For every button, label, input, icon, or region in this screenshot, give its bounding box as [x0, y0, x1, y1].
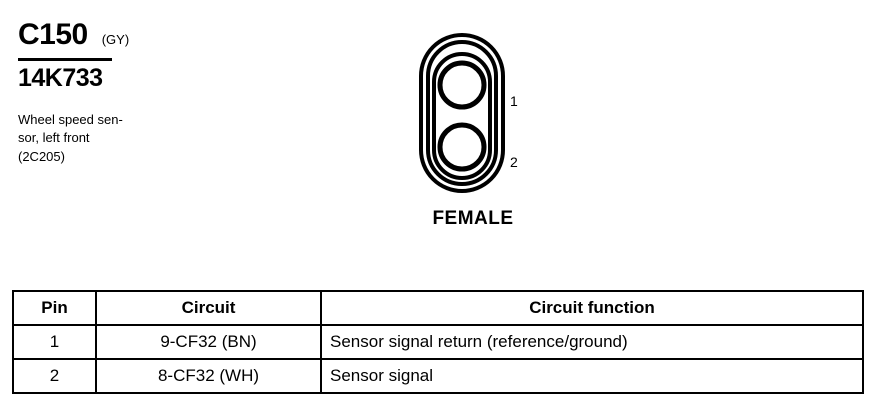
column-header-pin: Pin — [12, 290, 97, 326]
cell-circuit-function: Sensor signal return (reference/ground) — [320, 324, 864, 360]
pin-assignment-table: Pin Circuit Circuit function 1 9-CF32 (B… — [12, 290, 864, 394]
column-header-circuit: Circuit — [95, 290, 322, 326]
connector-diagram: 1 2 — [398, 22, 548, 202]
pin-table-container: Pin Circuit Circuit function 1 9-CF32 (B… — [12, 290, 864, 394]
pin-label-2: 2 — [510, 154, 518, 170]
connector-id-row: C150 (GY) — [18, 20, 218, 54]
cell-circuit: 8-CF32 (WH) — [95, 358, 322, 394]
table-body: 1 9-CF32 (BN) Sensor signal return (refe… — [12, 324, 864, 394]
connector-outer-shell — [419, 33, 505, 193]
connector-description-line-1: Wheel speed sen- — [18, 112, 123, 127]
cell-circuit: 9-CF32 (BN) — [95, 324, 322, 360]
cell-pin: 2 — [12, 358, 97, 394]
connector-gender-label: FEMALE — [432, 208, 514, 229]
connector-face-svg — [419, 33, 505, 193]
table-row: 1 9-CF32 (BN) Sensor signal return (refe… — [12, 324, 864, 360]
connector-drawing-area: 1 2 — [398, 22, 548, 202]
connector-inner-shell — [432, 52, 492, 180]
connector-description: Wheel speed sen- sor, left front (2C205) — [18, 111, 178, 166]
cell-circuit-function: Sensor signal — [320, 358, 864, 394]
connector-description-line-3: (2C205) — [18, 148, 65, 164]
connector-part-number: 14K733 — [18, 64, 103, 92]
cell-pin: 1 — [12, 324, 97, 360]
pin-label-1: 1 — [510, 93, 518, 109]
connector-description-line-2: sor, left front — [18, 130, 90, 146]
table-header-row: Pin Circuit Circuit function — [12, 290, 864, 326]
connector-cavity-2 — [437, 122, 487, 172]
column-header-circuit-function: Circuit function — [320, 290, 864, 326]
connector-color-code: (GY) — [101, 32, 130, 47]
table-header: Pin Circuit Circuit function — [12, 290, 864, 326]
title-divider-rule — [18, 58, 112, 61]
connector-cavity-1 — [437, 60, 487, 110]
connector-info-block: C150 (GY) 14K733 Wheel speed sen- sor, l… — [18, 20, 218, 166]
connector-id: C150 — [18, 18, 88, 51]
connector-mid-shell — [426, 40, 498, 186]
table-row: 2 8-CF32 (WH) Sensor signal — [12, 358, 864, 394]
